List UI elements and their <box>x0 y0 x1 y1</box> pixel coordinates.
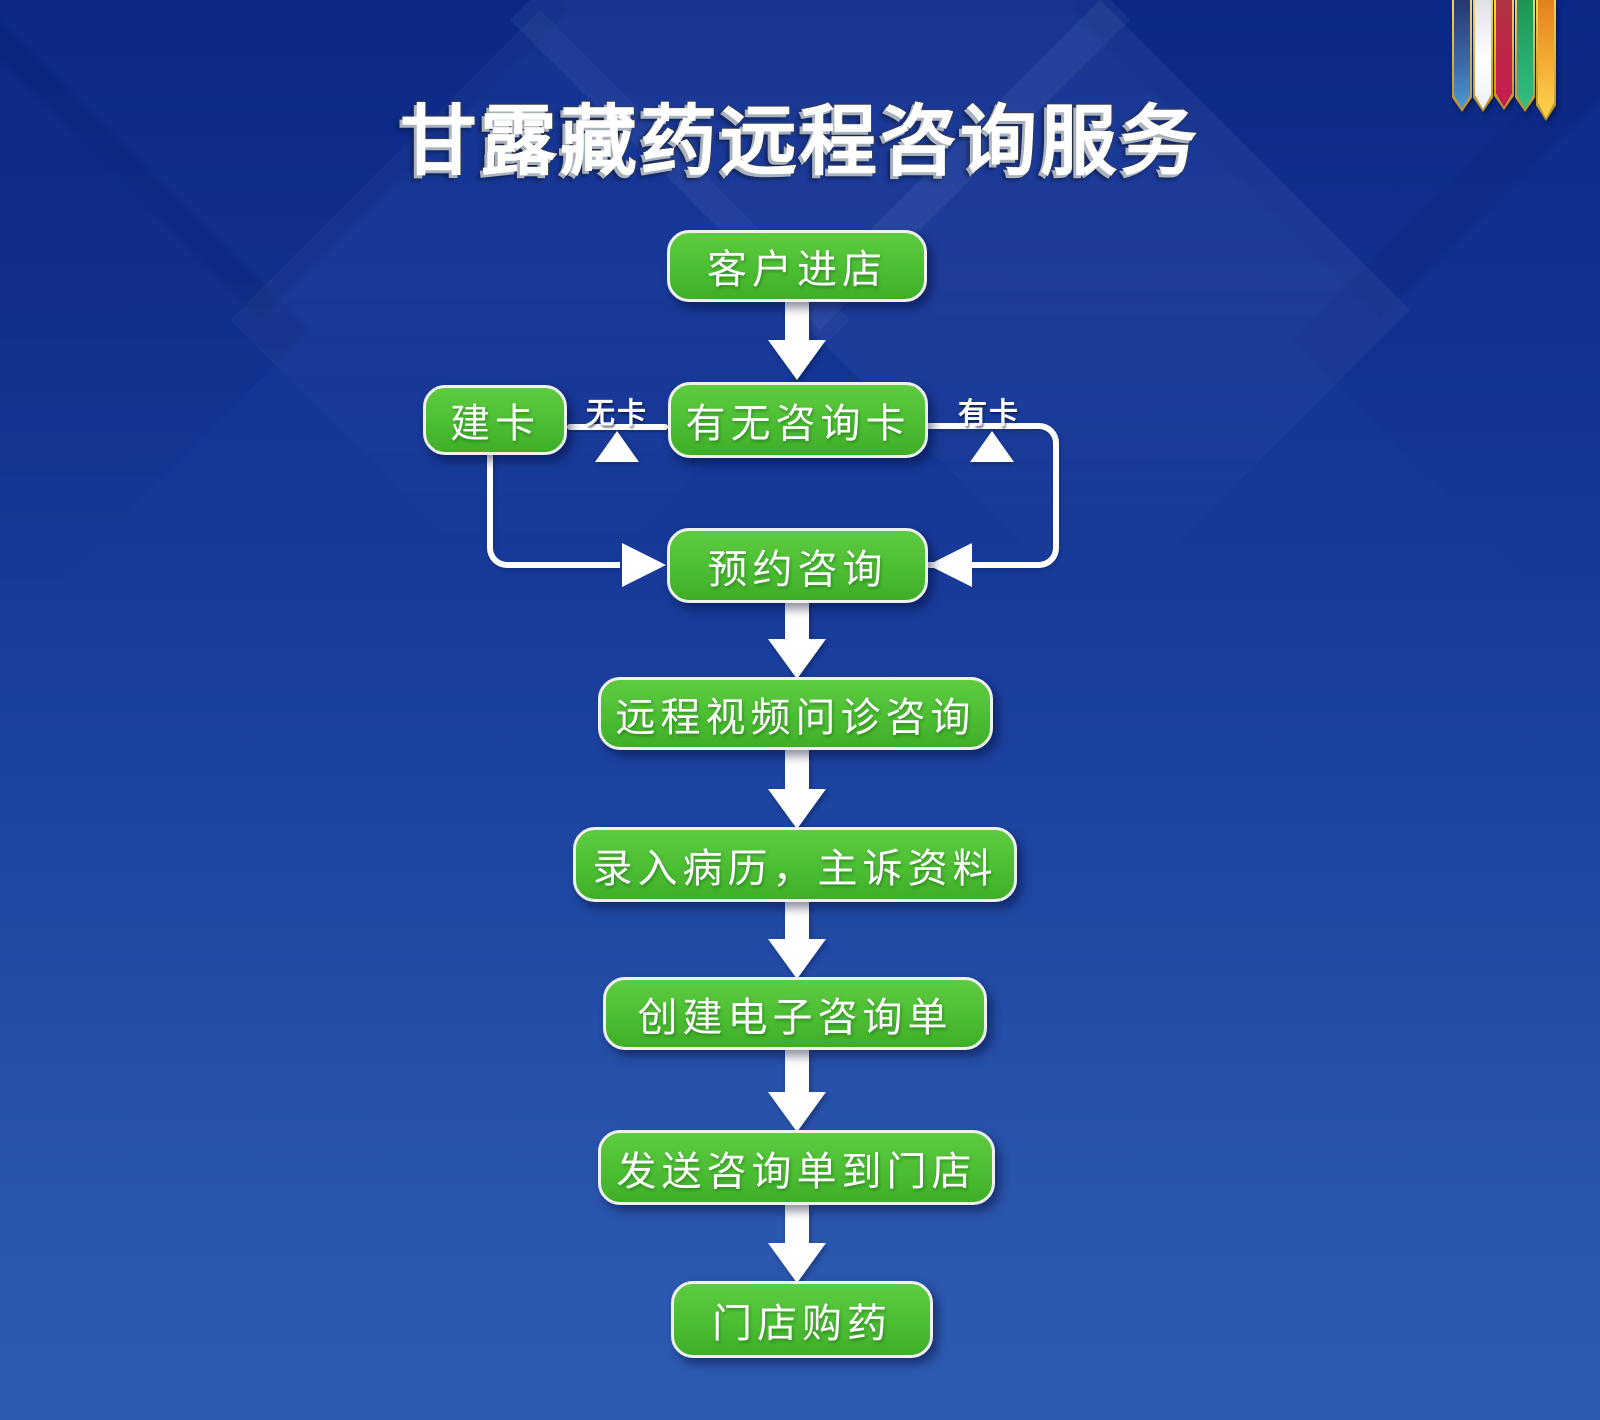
page-title: 甘露藏药远程咨询服务 <box>400 99 1200 185</box>
flag-stripe-blue <box>1452 0 1472 112</box>
prayer-flags-icon <box>1452 0 1556 124</box>
connector-hascard-to-createcard <box>567 424 668 430</box>
flow-node-has-card: 有无咨询卡 <box>668 382 928 458</box>
arrowhead-into-booking-left <box>622 543 666 587</box>
arrow-eform-to-send <box>768 1050 826 1132</box>
flow-node-create-eform: 创建电子咨询单 <box>603 977 987 1050</box>
flow-node-enter-record: 录入病历，主诉资料 <box>573 827 1017 902</box>
edge-label-no-card: 无卡 <box>585 398 648 430</box>
flag-stripe-green <box>1515 0 1535 112</box>
arrow-video-to-record <box>768 750 826 829</box>
arrow-record-to-eform <box>768 902 826 979</box>
flow-node-customer-enter: 客户进店 <box>667 230 927 302</box>
flag-stripe-orange <box>1536 0 1556 121</box>
flag-stripe-white <box>1473 0 1493 112</box>
connector-createcard-to-booking <box>487 455 620 568</box>
arrowhead-up-has-card <box>970 431 1014 462</box>
arrow-booking-to-video <box>768 603 826 679</box>
arrow-send-to-buy <box>768 1205 826 1283</box>
flow-node-create-card: 建卡 <box>423 385 567 455</box>
arrowhead-up-no-card <box>595 431 639 462</box>
flow-node-buy-medicine: 门店购药 <box>671 1281 933 1358</box>
arrowhead-into-booking-right <box>928 543 972 587</box>
connector-hascard-to-booking <box>928 423 1059 568</box>
edge-label-has-card: 有卡 <box>957 398 1020 430</box>
flag-stripe-red <box>1494 0 1514 110</box>
background-facet-pattern <box>0 0 1600 620</box>
flow-node-video-consult: 远程视频问诊咨询 <box>598 677 993 750</box>
flow-node-send-form: 发送咨询单到门店 <box>598 1130 995 1205</box>
flow-node-booking: 预约咨询 <box>667 528 928 603</box>
arrow-enter-to-hascard <box>768 302 826 380</box>
